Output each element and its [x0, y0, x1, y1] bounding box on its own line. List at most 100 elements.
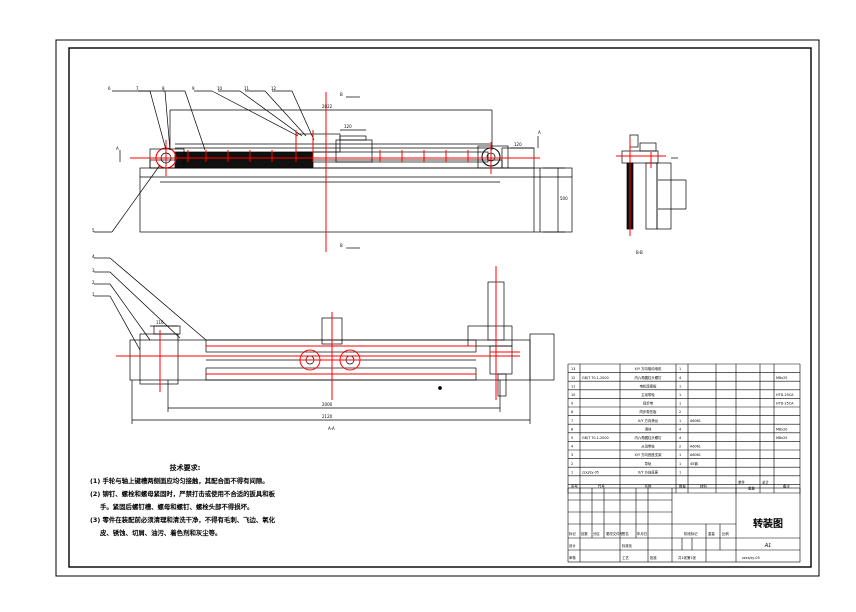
bom-cell-note: M8x20: [776, 427, 787, 431]
bom-cell-name: 同步带压板: [640, 409, 658, 414]
bom-cell-qty: 1: [679, 402, 681, 406]
bom-cell-qty: 2: [679, 445, 681, 449]
bom-header-note: 备注: [783, 483, 790, 488]
bom-cell-std: GB/T 70.1-2000: [582, 436, 609, 440]
callout-3: 3: [92, 268, 95, 273]
bom-cell-name: 内六角圆柱头螺钉: [634, 435, 662, 440]
tech-requirements: 技术要求: (1) 手轮与轴上键槽两侧面应均匀接触，其配合面不得有间隙。 (2)…: [90, 462, 276, 540]
callout-9: 9: [192, 86, 195, 91]
title-block-labels: 标记 处数 分区 更改文件号 签名 年月日 设计 标准化 阶段标记 重量 比例 …: [569, 531, 760, 560]
svg-text:审核: 审核: [569, 555, 576, 560]
callout-10: 10: [217, 86, 223, 91]
dim-bottom-small: 116: [156, 320, 164, 325]
dim-top-main: 2022: [322, 104, 333, 109]
bom-cell-name: X/Y 方向底座支架: [635, 452, 663, 457]
svg-text:年月日: 年月日: [637, 531, 647, 536]
callout-8: 8: [162, 86, 165, 91]
bom-cell-std: GB/T 70.1-2000: [582, 376, 609, 380]
svg-text:重量: 重量: [708, 531, 715, 536]
svg-text:更改文件号: 更改文件号: [606, 531, 624, 536]
bom-cell-qty: 1: [679, 462, 681, 466]
bom-cell-name: 同步带: [643, 401, 654, 406]
cut-mark-b-top: B: [340, 92, 343, 97]
front-center-lines: [130, 92, 540, 252]
cut-mark-a-left: A: [116, 146, 119, 151]
dim-top-small-b: 120: [514, 142, 522, 147]
drawing-scale: A1: [764, 543, 772, 549]
callout-4: 4: [92, 254, 95, 259]
svg-text:工艺: 工艺: [622, 555, 629, 560]
bom-table: [567, 363, 801, 494]
bom-cell-qty: 1: [679, 419, 681, 423]
svg-text:比例: 比例: [722, 531, 729, 536]
bom-cell-no: 8: [571, 410, 573, 414]
tech-requirement-item: (1) 手轮与轴上键槽两侧面应均匀接触，其配合面不得有间隙。: [90, 477, 269, 485]
tech-requirement-item: 手。紧固后螺钉槽、螺母和螺钉、螺栓头部不得损坏。: [100, 503, 254, 511]
bom-cell-qty: 1: [679, 393, 681, 397]
bom-cell-no: 4: [571, 445, 573, 449]
svg-text:批准: 批准: [650, 555, 657, 560]
bom-cell-no: 9: [571, 402, 573, 406]
callout-12: 12: [271, 86, 277, 91]
title-block: [567, 487, 801, 563]
tech-requirement-item: (2) 铆钉、螺栓和螺母紧固时，严禁打击或使用不合适的扳具和板: [90, 490, 276, 498]
bom-header-material: 材料: [700, 483, 707, 488]
bom-cell-no: 6: [571, 427, 573, 431]
bottom-view: [94, 257, 555, 424]
bom-cell-note: M8x25: [776, 376, 787, 380]
bom-cell-name: 导轨: [645, 461, 652, 466]
bom-cell-qty: 4: [679, 436, 681, 440]
bom-cell-qty: 1: [679, 470, 681, 474]
front-callout-labels: 6 7 8 9 10 11 12 5 2022 120 120 500 B B …: [92, 86, 568, 248]
callout-5: 5: [92, 228, 95, 233]
bom-cell-name: 电机连接板: [640, 383, 658, 388]
bom-cell-qty: 1: [679, 384, 681, 388]
bom-cell-no: 11: [571, 384, 575, 388]
side-center-lines: [616, 138, 666, 236]
bom-cell-qty: 1: [679, 453, 681, 457]
bom-header-qty: 数量: [679, 483, 686, 488]
sheet-info: 共1张第1张: [678, 555, 696, 560]
bom-cell-note: HTD-25CA: [776, 402, 794, 406]
bom-cell-no: 5: [571, 436, 573, 440]
callout-11: 11: [244, 86, 250, 91]
bom-header-no: 序号: [571, 483, 578, 488]
svg-text:标准化: 标准化: [622, 543, 633, 548]
tech-requirements-title: 技术要求:: [169, 464, 201, 472]
bom-cell-material: A6061: [690, 419, 701, 423]
svg-text:阶段标记: 阶段标记: [684, 531, 698, 536]
bom-cell-name: 内六角圆柱头螺钉: [634, 375, 662, 380]
front-view: [94, 90, 573, 249]
belt-fill: [174, 151, 314, 169]
dim-top-small-a: 120: [344, 124, 352, 129]
bom-cell-material: A6061: [690, 445, 701, 449]
bom-header-name: 名称: [645, 483, 652, 488]
svg-text:签名: 签名: [622, 531, 629, 536]
svg-text:分区: 分区: [593, 531, 600, 536]
tech-requirement-item: (3) 零件在装配前必须清理和清洗干净，不得有毛刺、飞边、氧化: [90, 516, 276, 524]
bom-cell-name: X/Y 方向滑台: [638, 418, 659, 423]
bottom-center-lines: [116, 266, 520, 400]
callout-2: 2: [92, 280, 95, 285]
outer-frame: [55, 39, 820, 577]
bom-header-std: 代号: [598, 483, 605, 488]
drawing-title: 转装图: [753, 517, 783, 530]
bom-cell-name: X/Y 方向驱动电机: [635, 366, 663, 371]
bom-cell-note: HTD-25CA: [776, 393, 794, 397]
bom-cell-qty: 1: [679, 367, 681, 371]
svg-text:处数: 处数: [581, 531, 588, 536]
tech-requirement-item: 皮、锈蚀、切屑、油污、着色剂和灰尘等。: [100, 529, 222, 537]
bom-cell-name: X/Y 方向底座: [638, 469, 659, 474]
bom-cell-qty: 2: [679, 410, 681, 414]
dim-top-height: 500: [560, 196, 568, 201]
bom-cell-material: A6061: [690, 453, 701, 457]
bottom-view-label: A-A: [328, 426, 335, 431]
bom-cell-qty: 4: [679, 427, 681, 431]
bom-cell-no: 12: [571, 376, 575, 380]
dim-bottom-main: 2000: [322, 402, 333, 407]
callout-6: 6: [108, 86, 111, 91]
inner-frame: [68, 47, 812, 568]
